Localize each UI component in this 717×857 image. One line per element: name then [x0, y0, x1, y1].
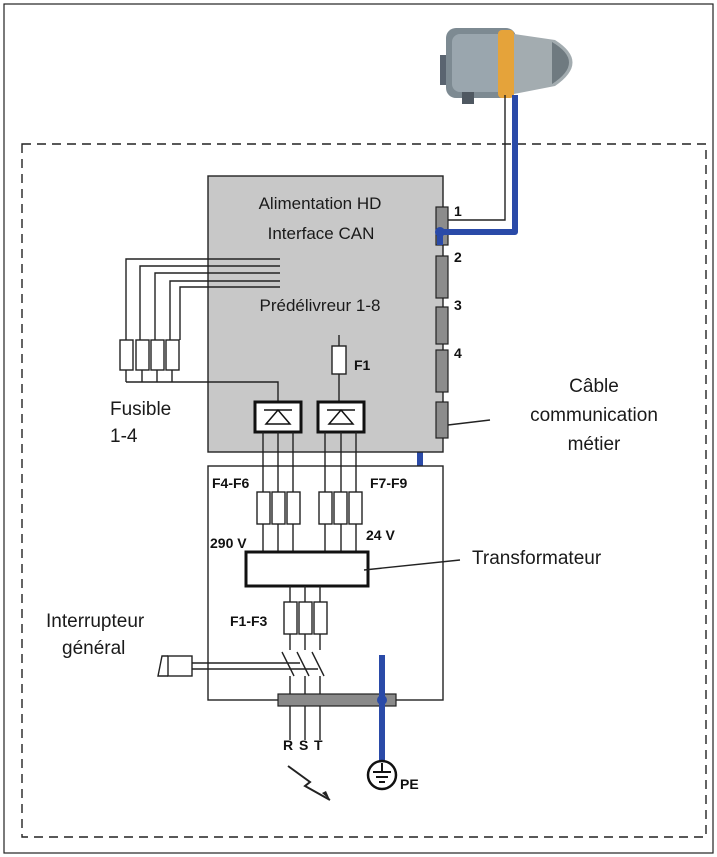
cable-label-line2: communication — [530, 405, 658, 426]
connector-4-label: 4 — [454, 345, 462, 361]
connector-3 — [435, 306, 449, 345]
outer-frame — [3, 3, 714, 854]
f1-label: F1 — [354, 357, 371, 373]
fuse-f1 — [331, 345, 347, 375]
f7-f9-label: F7-F9 — [370, 475, 408, 491]
phase-s-label: S — [299, 737, 308, 753]
lightning-icon — [287, 765, 331, 801]
dashed-enclosure — [21, 143, 707, 838]
rectifier-icon — [253, 400, 366, 434]
transformer-label: Transformateur — [472, 548, 602, 569]
main-switch — [192, 651, 325, 740]
f1-f3-label: F1-F3 — [230, 613, 268, 629]
connector-1-label: 1 — [454, 203, 462, 219]
fuse-label-line1: Fusible — [110, 399, 171, 420]
pe-label: PE — [400, 776, 419, 792]
connector-2-label: 2 — [454, 249, 462, 265]
motor-icon — [440, 28, 573, 104]
fuses-1-4 — [119, 339, 279, 402]
290v-label: 290 V — [210, 535, 247, 551]
cable-label-line1: Câble — [569, 376, 619, 397]
predeliverer-wires — [125, 258, 280, 340]
connector-3-label: 3 — [454, 297, 462, 313]
power-supply-label: Alimentation HD — [259, 194, 382, 213]
f4-f6-label: F4-F6 — [212, 475, 250, 491]
switch-label-line1: Interrupteur — [46, 611, 145, 632]
ground-cable — [440, 95, 518, 235]
switch-label-line2: général — [62, 638, 125, 659]
cable-label-line3: métier — [568, 434, 621, 455]
connector-2 — [435, 255, 449, 299]
fuses-f1-f3 — [283, 586, 328, 650]
predeliverer-label: Prédélivreur 1-8 — [260, 296, 381, 315]
can-interface-label: Interface CAN — [268, 224, 375, 243]
connector-4 — [435, 349, 449, 393]
ground-icon — [366, 759, 398, 791]
24v-label: 24 V — [366, 527, 395, 543]
phase-r-label: R — [283, 737, 293, 753]
fuses-f4-f9 — [256, 491, 363, 552]
phase-t-label: T — [314, 737, 323, 753]
rectifier-wires — [262, 432, 357, 492]
connector-5 — [435, 401, 449, 439]
fuse-label-line2: 1-4 — [110, 426, 138, 447]
transformer — [244, 550, 370, 588]
switch-handle-icon — [157, 655, 193, 677]
busbar — [277, 693, 397, 707]
